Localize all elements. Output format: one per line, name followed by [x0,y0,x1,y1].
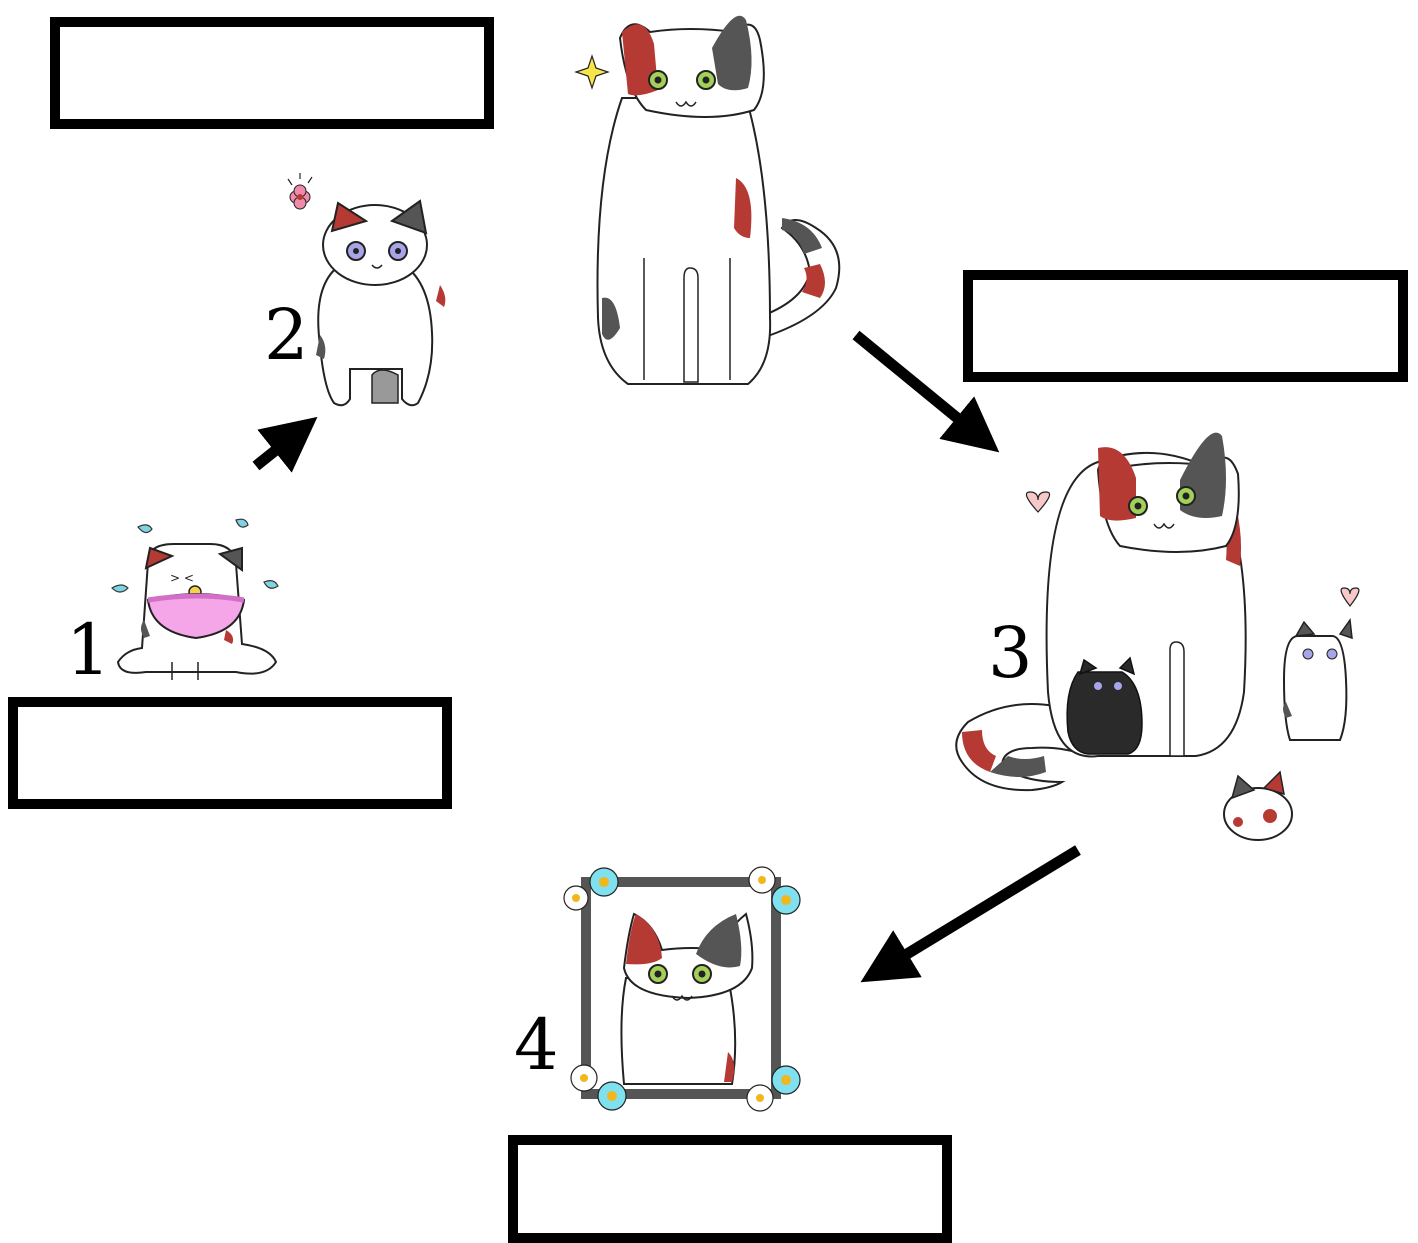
heart-icon [1025,491,1051,513]
flower-icon [748,866,801,915]
flower-icon [563,867,619,911]
heart-icon [1340,587,1360,607]
stage-3-answer-box[interactable] [963,270,1408,382]
stage-number-1: 1 [66,609,111,691]
stage-1-answer-box[interactable] [8,697,452,809]
adult-calico-cat-icon [574,15,841,385]
sparkle-icon [574,54,610,90]
adult-cat-answer-box[interactable] [50,17,494,129]
young-cat-with-flower-icon [287,173,446,407]
stage-number-2: 2 [264,294,309,376]
crying-kitten-with-bib-icon: > < [111,518,279,680]
stage-4-answer-box[interactable] [508,1135,952,1243]
arrow-1-to-2 [252,416,318,473]
flower-icon [287,173,313,210]
arrow-3-to-4 [860,845,1081,983]
svg-text:> <: > < [170,571,194,585]
mother-cat-with-kittens-icon [955,432,1360,841]
arrow-adult-to-3 [852,330,1000,453]
stage-number-4: 4 [514,1004,559,1086]
framed-cat-portrait-with-flowers-icon [563,866,801,1112]
flower-icon [570,1064,627,1111]
flower-icon [746,1065,801,1112]
stage-number-3: 3 [988,612,1033,694]
